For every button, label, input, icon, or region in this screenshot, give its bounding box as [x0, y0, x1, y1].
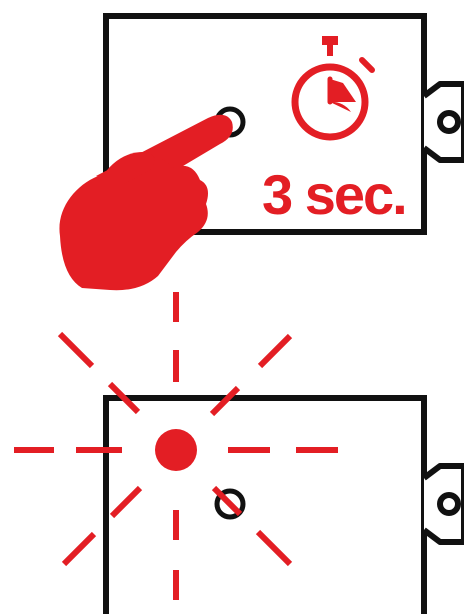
step-led-blinks	[14, 292, 464, 614]
blinking-led-icon	[14, 292, 338, 600]
duration-label: 3 sec.	[262, 163, 406, 226]
mounting-tab-icon	[422, 463, 464, 545]
mounting-tab-icon	[422, 81, 464, 163]
device-body-bottom	[103, 395, 427, 614]
pointing-hand-icon	[59, 114, 233, 291]
step-press-button: 3 sec.	[59, 13, 464, 291]
stopwatch-icon	[291, 36, 375, 141]
